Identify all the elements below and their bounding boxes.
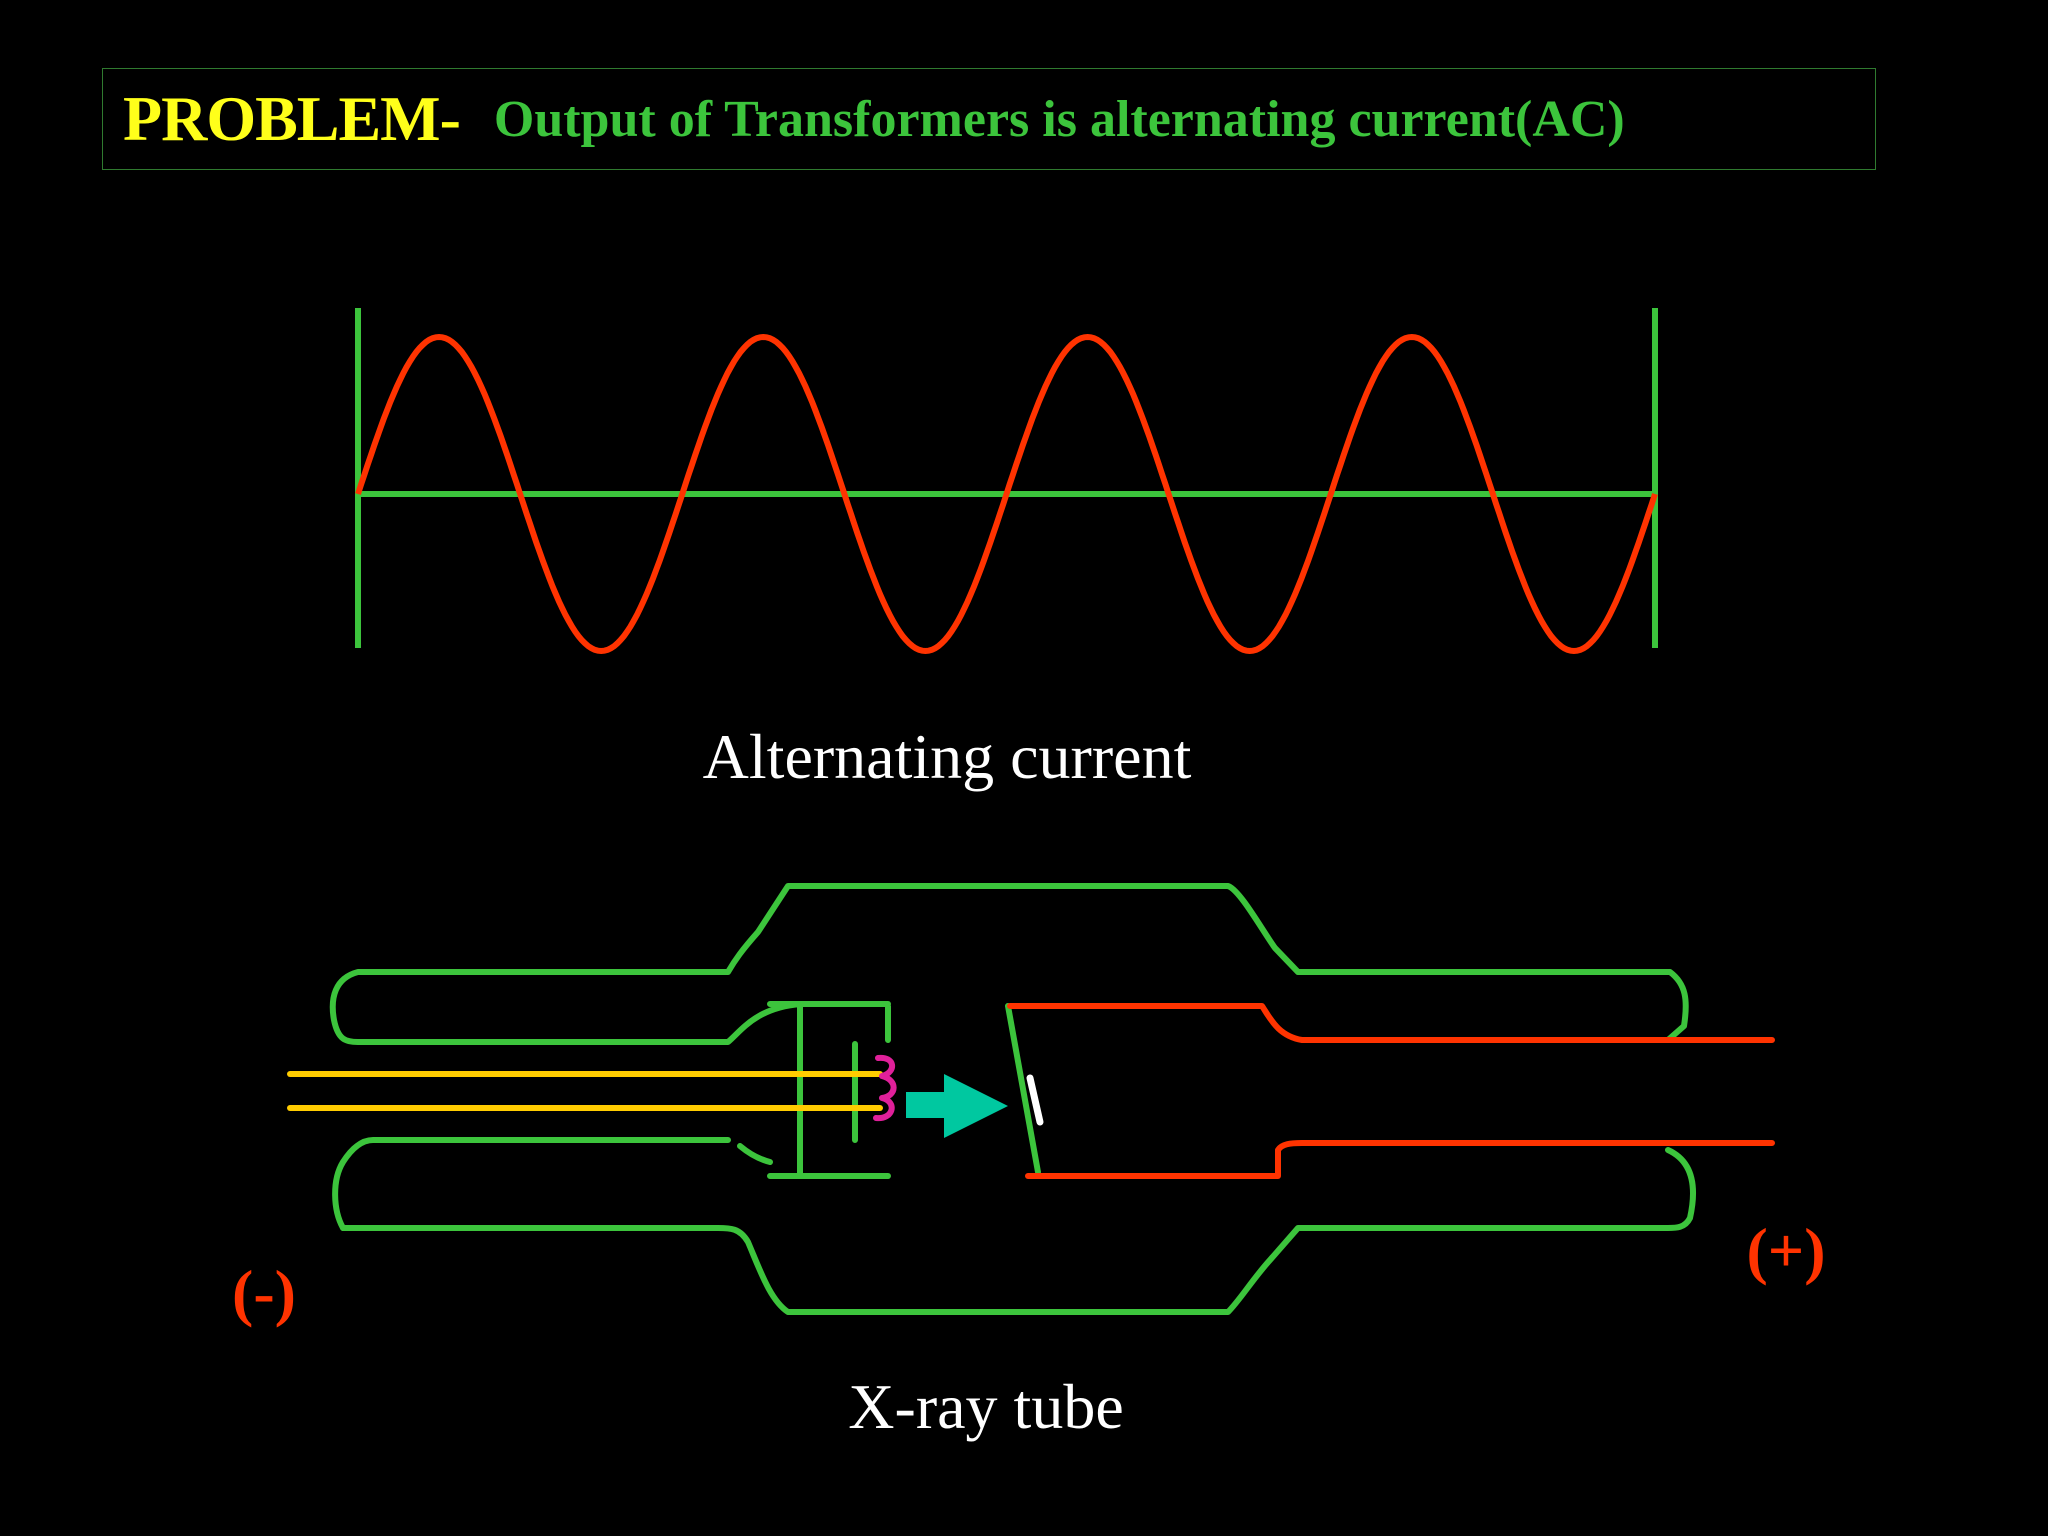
title-main: PROBLEM- <box>123 83 461 154</box>
cathode-polarity-label: (-) <box>232 1257 296 1328</box>
focal-spot <box>1026 1074 1044 1126</box>
xray-tube-group <box>287 883 1775 1315</box>
title-subtitle: Output of Transformers is alternating cu… <box>493 90 1625 148</box>
ac-sine-wave <box>355 333 1658 655</box>
filament <box>873 1054 897 1122</box>
electron-stream-arrow <box>906 1074 1008 1138</box>
tube-caption: X-ray tube <box>848 1371 1123 1442</box>
title-box: PROBLEM- Output of Transformers is alter… <box>102 68 1876 170</box>
cathode-cup <box>737 1001 891 1179</box>
tube-glass-envelope <box>329 883 1696 1315</box>
anode-body <box>1007 1003 1775 1179</box>
anode-target-face <box>1005 1003 1041 1175</box>
anode-polarity-label: (+) <box>1746 1215 1825 1286</box>
wave-caption: Alternating current <box>703 721 1192 792</box>
ac-waveform-group <box>355 308 1658 655</box>
